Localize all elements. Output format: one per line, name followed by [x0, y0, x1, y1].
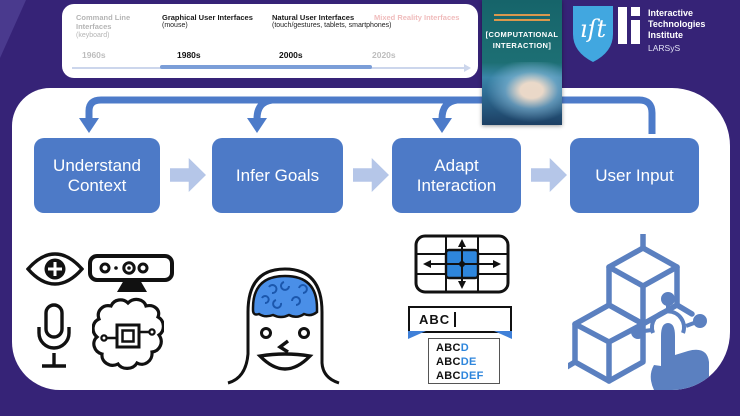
- flow-step-infer-goals: Infer Goals: [212, 138, 343, 213]
- interface-eras-timeline: Command Line Interfaces (keyboard) Graph…: [62, 4, 478, 78]
- 3d-cubes-touch-icon: [568, 234, 709, 390]
- era-year: 1980s: [177, 50, 201, 60]
- depth-camera-icon: [88, 254, 174, 292]
- loop-arrowhead-icon: [247, 118, 267, 133]
- suggestion-base: ABC: [436, 370, 461, 382]
- autocomplete-suggestions: ABCD ABCDE ABCDEF: [428, 338, 500, 384]
- autocomplete-input: ABC: [408, 306, 512, 339]
- timeline-highlight-segment: [160, 65, 372, 69]
- suggestion-completion: DE: [460, 356, 477, 368]
- input-3d-edge: [494, 331, 512, 339]
- suggestion-row: ABCD: [436, 341, 499, 355]
- era-year: 2000s: [279, 50, 303, 60]
- loop-arrowhead-icon: [432, 118, 452, 133]
- text-caret: [454, 312, 456, 327]
- book-title-line1: [COMPUTATIONAL: [485, 30, 559, 39]
- autocomplete-input-value: ABC: [419, 312, 451, 327]
- era-subtitle: (touch/gestures, tablets, smartphones): [272, 22, 392, 30]
- era-subtitle: (keyboard): [76, 31, 110, 39]
- suggestion-completion: DEF: [460, 370, 484, 382]
- ist-logo: ıſt: [573, 6, 613, 62]
- suggestion-row: ABCDE: [436, 355, 499, 369]
- era-title: Graphical User Interfaces: [162, 13, 253, 22]
- computational-interaction-book-cover: [COMPUTATIONAL INTERACTION]: [482, 0, 562, 125]
- ist-logo-text: ıſt: [580, 15, 607, 43]
- era-natural-ui: Natural User Interfaces (touch/gestures,…: [272, 13, 400, 31]
- feedback-loop-arrow: [79, 96, 656, 134]
- book-cover-photo: [482, 62, 562, 125]
- loop-branch-adapt: [438, 96, 458, 120]
- loop-main-path: [85, 96, 656, 134]
- eye-tracking-icon: [26, 252, 84, 286]
- pointing-hand: [650, 323, 709, 390]
- iti-logo-i-bar-icon: [631, 20, 640, 44]
- era-year: 1960s: [82, 50, 106, 60]
- era-gui: Graphical User Interfaces (mouse): [162, 13, 266, 31]
- loop-branch-infer: [253, 96, 273, 120]
- diagram-panel: Understand Context Infer Goals Adapt Int…: [12, 88, 730, 390]
- ai-brain-chip-icon: [92, 297, 164, 370]
- book-title-line2: INTERACTION]: [492, 41, 552, 50]
- era-title: Command Line Interfaces: [76, 13, 131, 32]
- head-with-brain-icon: [227, 267, 340, 385]
- background-accent-band: [0, 0, 26, 58]
- flow-step-understand-context: Understand Context: [34, 138, 160, 213]
- iti-logo-text: Interactive Technologies Institute LARSy…: [648, 8, 740, 53]
- suggestion-base: ABC: [436, 342, 461, 354]
- input-3d-edge: [408, 331, 426, 339]
- flow-step-user-input: User Input: [570, 138, 699, 213]
- era-command-line: Command Line Interfaces (keyboard): [76, 13, 156, 41]
- iti-logo-i-dot-icon: [631, 7, 640, 16]
- iti-line1: Interactive: [648, 8, 694, 18]
- ist-shield-icon: [573, 6, 613, 62]
- loop-arrowhead-icon: [79, 118, 99, 133]
- iti-logo-l-bar-icon: [618, 7, 627, 44]
- flow-step-adapt-interaction: Adapt Interaction: [392, 138, 521, 213]
- era-year: 2020s: [372, 50, 396, 60]
- microphone-icon: [37, 303, 71, 368]
- book-author-line: [494, 14, 550, 16]
- timeline-arrowhead-icon: [464, 64, 471, 72]
- era-subtitle: (mouse): [162, 22, 188, 30]
- iti-line3: LARSyS: [648, 43, 681, 53]
- adaptive-grid-icon: [414, 234, 510, 294]
- book-author-line: [494, 19, 550, 21]
- era-title: Mixed Reality Interfaces: [374, 13, 460, 22]
- suggestion-row: ABCDEF: [436, 369, 499, 383]
- iti-line2: Technologies Institute: [648, 19, 706, 40]
- suggestion-completion: D: [460, 342, 469, 354]
- suggestion-base: ABC: [436, 356, 461, 368]
- era-title: Natural User Interfaces: [272, 13, 355, 22]
- era-mixed-reality: Mixed Reality Interfaces: [374, 13, 476, 22]
